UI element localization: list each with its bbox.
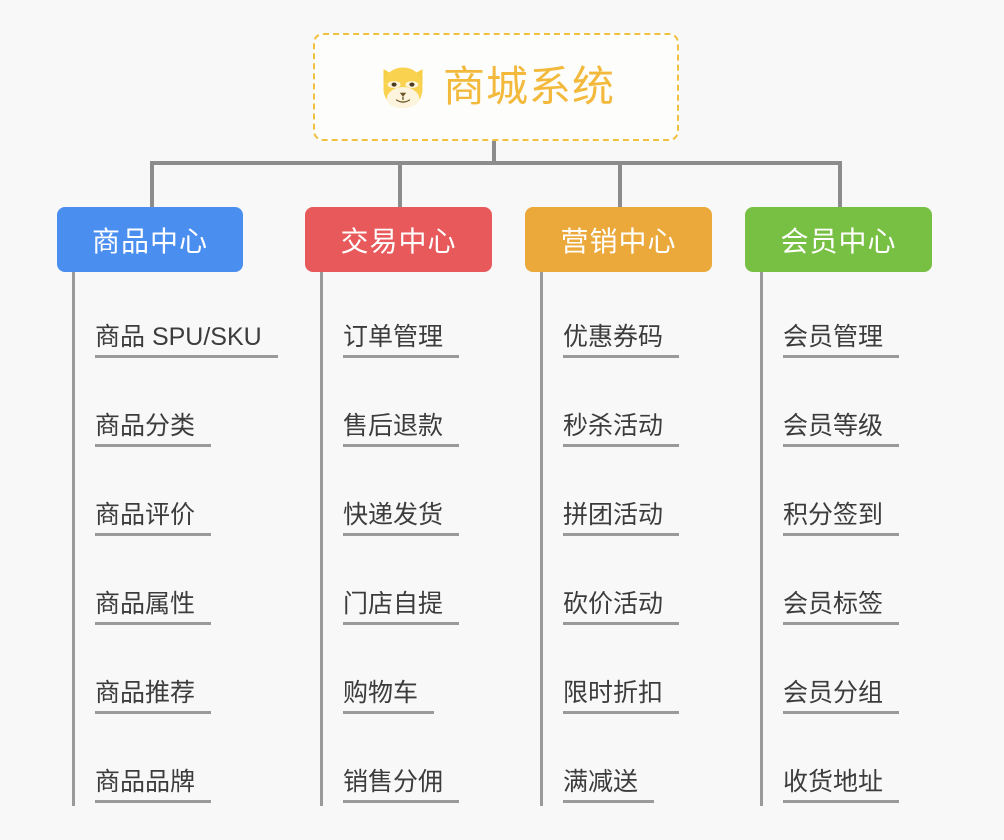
branch-column-3: 营销中心 优惠券码 秒杀活动 拼团活动 砍价活动 限时折扣 满减送 — [525, 207, 712, 806]
leaf-label: 快递发货 — [343, 501, 460, 536]
leaf-label: 商品属性 — [95, 590, 212, 625]
leaf-item[interactable]: 快递发货 — [320, 450, 492, 539]
leaf-label: 拼团活动 — [563, 501, 680, 536]
category-title-1: 商品中心 — [91, 225, 208, 257]
leaf-label: 商品 SPU/SKU — [95, 323, 278, 358]
leaf-item[interactable]: 商品评价 — [72, 450, 243, 539]
shiba-dog-icon — [383, 67, 423, 109]
connector-drop-4 — [838, 161, 842, 209]
leaf-item[interactable]: 商品品牌 — [72, 717, 243, 806]
leaf-item[interactable]: 门店自提 — [320, 539, 492, 628]
leaf-item[interactable]: 限时折扣 — [540, 628, 712, 717]
leaf-label: 满减送 — [563, 768, 655, 803]
leaf-item[interactable]: 商品推荐 — [72, 628, 243, 717]
connector-drop-2 — [398, 161, 402, 209]
leaf-item[interactable]: 售后退款 — [320, 361, 492, 450]
leaf-label: 商品评价 — [95, 501, 212, 536]
leaf-item[interactable]: 拼团活动 — [540, 450, 712, 539]
connector-bus — [150, 161, 842, 165]
category-title-2: 交易中心 — [340, 225, 457, 257]
category-header-2[interactable]: 交易中心 — [305, 207, 492, 272]
leaf-rail-4 — [760, 272, 763, 806]
leaf-label: 商品分类 — [95, 412, 212, 447]
leaf-list-2: 订单管理 售后退款 快递发货 门店自提 购物车 销售分佣 — [305, 272, 492, 806]
leaf-item[interactable]: 收货地址 — [760, 717, 932, 806]
branch-column-1: 商品中心 商品 SPU/SKU 商品分类 商品评价 商品属性 商品推荐 商品品牌 — [57, 207, 278, 806]
leaf-label: 收货地址 — [783, 768, 900, 803]
root-title: 商城系统 — [442, 63, 615, 110]
category-title-4: 会员中心 — [780, 225, 897, 257]
leaf-item[interactable]: 秒杀活动 — [540, 361, 712, 450]
leaf-label: 商品品牌 — [95, 768, 212, 803]
leaf-item[interactable]: 商品属性 — [72, 539, 243, 628]
leaf-label: 订单管理 — [343, 323, 460, 358]
leaf-item[interactable]: 会员等级 — [760, 361, 932, 450]
leaf-label: 会员等级 — [783, 412, 900, 447]
leaf-item[interactable]: 会员管理 — [760, 272, 932, 361]
leaf-item[interactable]: 订单管理 — [320, 272, 492, 361]
leaf-list-3: 优惠券码 秒杀活动 拼团活动 砍价活动 限时折扣 满减送 — [525, 272, 712, 806]
leaf-item[interactable]: 砍价活动 — [540, 539, 712, 628]
leaf-label: 销售分佣 — [343, 768, 460, 803]
leaf-label: 优惠券码 — [563, 323, 680, 358]
leaf-label: 秒杀活动 — [563, 412, 680, 447]
leaf-item[interactable]: 积分签到 — [760, 450, 932, 539]
leaf-list-1: 商品 SPU/SKU 商品分类 商品评价 商品属性 商品推荐 商品品牌 — [57, 272, 278, 806]
root-node[interactable]: 商城系统 — [313, 33, 679, 141]
category-title-3: 营销中心 — [560, 225, 677, 257]
leaf-label: 限时折扣 — [563, 679, 680, 714]
leaf-item[interactable]: 购物车 — [320, 628, 492, 717]
leaf-item[interactable]: 会员分组 — [760, 628, 932, 717]
leaf-label: 会员标签 — [783, 590, 900, 625]
leaf-item[interactable]: 商品分类 — [72, 361, 243, 450]
leaf-label: 砍价活动 — [563, 590, 680, 625]
branch-column-4: 会员中心 会员管理 会员等级 积分签到 会员标签 会员分组 收货地址 — [745, 207, 932, 806]
category-header-1[interactable]: 商品中心 — [57, 207, 243, 272]
leaf-item[interactable]: 会员标签 — [760, 539, 932, 628]
branch-column-2: 交易中心 订单管理 售后退款 快递发货 门店自提 购物车 销售分佣 — [305, 207, 492, 806]
leaf-label: 会员分组 — [783, 679, 900, 714]
leaf-item[interactable]: 满减送 — [540, 717, 712, 806]
leaf-label: 售后退款 — [343, 412, 460, 447]
leaf-list-4: 会员管理 会员等级 积分签到 会员标签 会员分组 收货地址 — [745, 272, 932, 806]
connector-root-stem — [492, 141, 496, 165]
leaf-label: 商品推荐 — [95, 679, 212, 714]
category-header-3[interactable]: 营销中心 — [525, 207, 712, 272]
leaf-label: 会员管理 — [783, 323, 900, 358]
leaf-rail-3 — [540, 272, 543, 806]
leaf-rail-1 — [72, 272, 75, 806]
category-header-4[interactable]: 会员中心 — [745, 207, 932, 272]
leaf-item[interactable]: 商品 SPU/SKU — [72, 272, 278, 361]
leaf-item[interactable]: 销售分佣 — [320, 717, 492, 806]
leaf-rail-2 — [320, 272, 323, 806]
leaf-item[interactable]: 优惠券码 — [540, 272, 712, 361]
leaf-label: 购物车 — [343, 679, 435, 714]
leaf-label: 门店自提 — [343, 590, 460, 625]
connector-drop-3 — [618, 161, 622, 209]
leaf-label: 积分签到 — [783, 501, 900, 536]
connector-drop-1 — [150, 161, 154, 209]
